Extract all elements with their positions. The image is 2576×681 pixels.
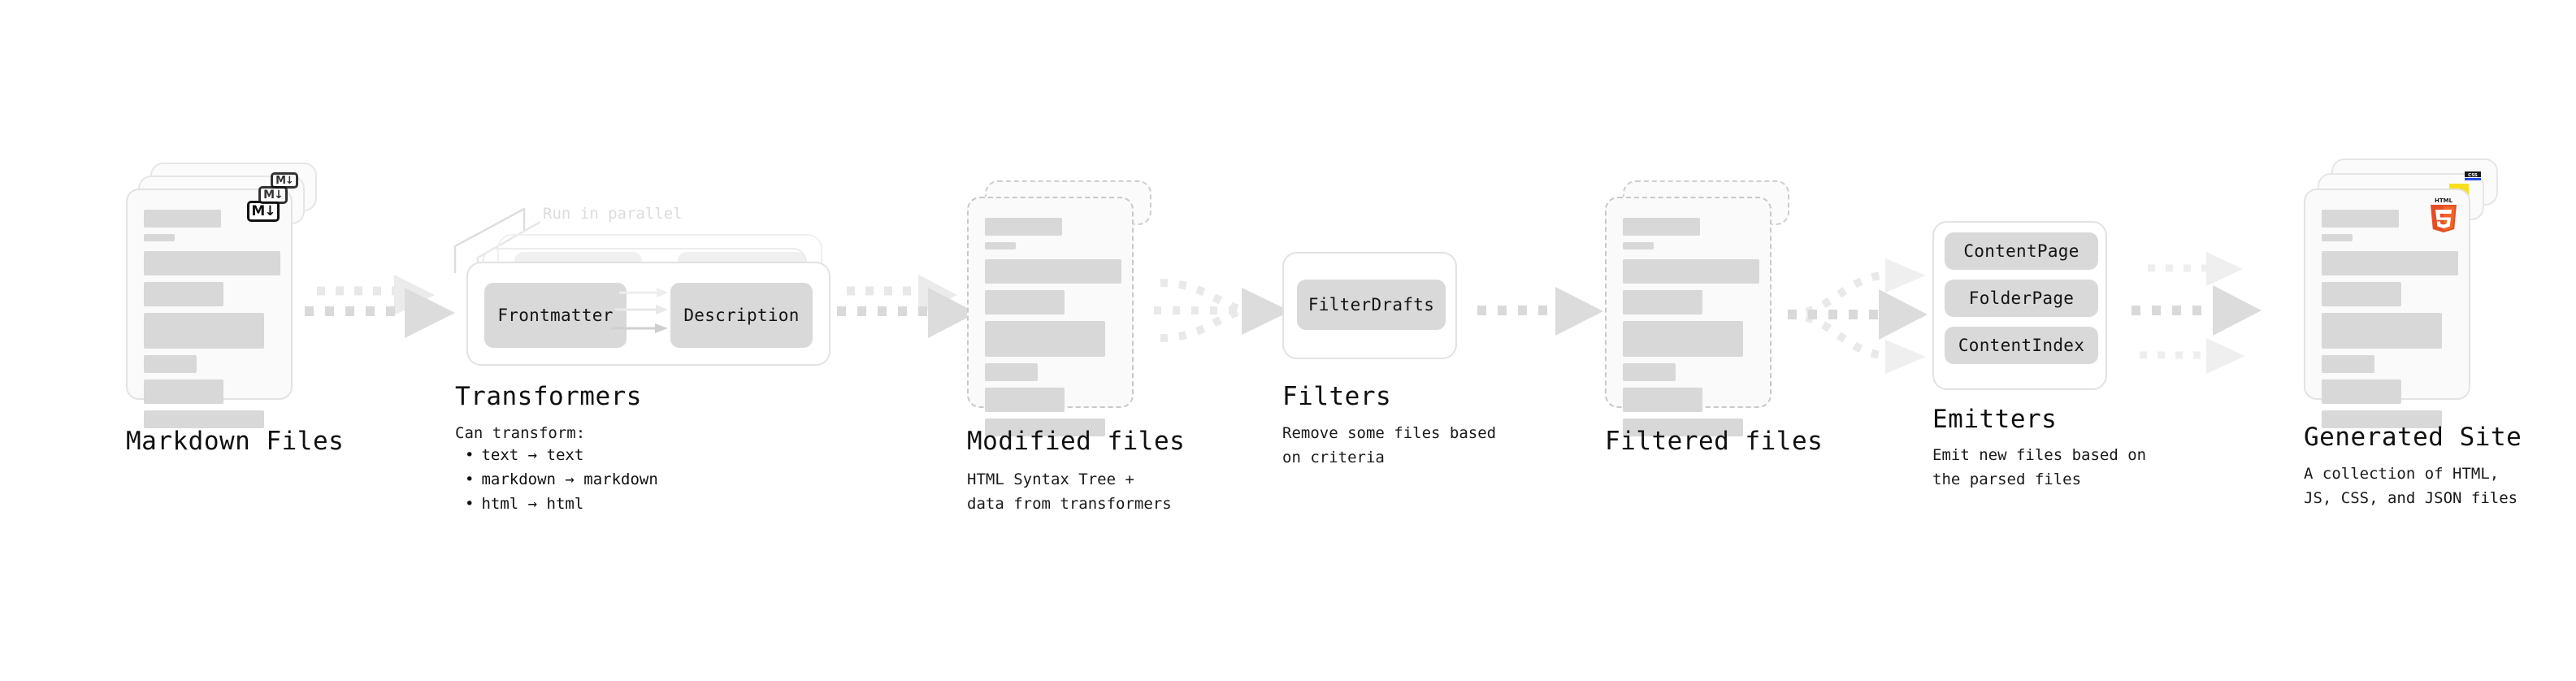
- markdown-icon-glyph: M↓: [251, 202, 275, 219]
- emitter-node-folderpage-label: FolderPage: [1968, 288, 2075, 308]
- transformers-bullet-1: markdown → markdown: [465, 467, 657, 492]
- emitter-node-contentindex[interactable]: ContentIndex: [1945, 327, 2098, 364]
- emitters-subtitle: Emit new files based on the parsed files: [1932, 446, 2147, 488]
- connector-modified-to-filters: [1154, 258, 1296, 364]
- connector-emitters-to-site: [2125, 232, 2271, 386]
- transformer-node-frontmatter[interactable]: Frontmatter: [484, 283, 627, 348]
- markdown-files-title: Markdown Files: [126, 427, 345, 456]
- modified-files-title: Modified files: [967, 427, 1186, 456]
- transformer-node-description-label: Description: [683, 306, 800, 325]
- filtered-files-title: Filtered files: [1605, 427, 1824, 456]
- transformers-bullet-2: html → html: [465, 492, 658, 516]
- emitter-node-folderpage[interactable]: FolderPage: [1945, 280, 2098, 317]
- html5-icon: HTML: [2431, 197, 2457, 232]
- markdown-skeleton: [144, 210, 280, 435]
- filters-title: Filters: [1282, 382, 1392, 411]
- filters-frame: FilterDrafts: [1282, 252, 1457, 359]
- connector-filtered-to-emitters: [1787, 236, 1934, 390]
- svg-text:HTML: HTML: [2435, 197, 2453, 204]
- generated-site-title: Generated Site: [2304, 423, 2522, 452]
- css3-icon: CSS: [2465, 171, 2481, 180]
- svg-text:CSS: CSS: [2468, 173, 2478, 178]
- emitters-frame: ContentPage FolderPage ContentIndex: [1932, 221, 2107, 390]
- transformers-bullet-0: text → text: [465, 443, 658, 467]
- emitter-node-contentindex-label: ContentIndex: [1958, 336, 2085, 355]
- markdown-file-card: M↓: [126, 189, 293, 428]
- connector-markdown-to-transformers: [305, 268, 459, 358]
- connector-transformers-to-modified: [837, 268, 983, 358]
- markdown-icon-ghost-back: M↓: [271, 172, 298, 189]
- transformer-node-frontmatter-label: Frontmatter: [497, 306, 614, 325]
- emitter-node-contentpage-label: ContentPage: [1963, 241, 2079, 261]
- filters-subtitle: Remove some files based on criteria: [1282, 424, 1497, 466]
- generated-site-subtitle: A collection of HTML, JS, CSS, and JSON …: [2304, 465, 2518, 507]
- transformers-subtitle: Can transform:: [455, 424, 586, 442]
- generated-site-card: HTML: [2304, 189, 2470, 428]
- connector-filters-to-filtered: [1477, 280, 1607, 354]
- transformer-node-description[interactable]: Description: [670, 283, 813, 348]
- modified-file-card: [967, 197, 1134, 436]
- emitter-node-contentpage[interactable]: ContentPage: [1945, 232, 2098, 270]
- modified-files-subtitle: HTML Syntax Tree + data from transformer…: [967, 471, 1172, 513]
- transformer-frame-front: Frontmatter Description: [466, 262, 830, 366]
- transformers-title: Transformers: [455, 382, 642, 411]
- markdown-icon-ghost-mid: M↓: [258, 186, 288, 204]
- generated-site-skeleton: [2322, 210, 2458, 435]
- filtered-file-card: [1605, 197, 1772, 436]
- run-in-parallel-label: Run in parallel: [543, 205, 683, 223]
- filter-node-filterdrafts-label: FilterDrafts: [1308, 295, 1435, 314]
- filter-node-filterdrafts[interactable]: FilterDrafts: [1297, 280, 1446, 330]
- transformer-inner-arrows: [611, 288, 668, 333]
- filtered-skeleton: [1623, 218, 1759, 443]
- emitters-title: Emitters: [1932, 405, 2058, 434]
- modified-skeleton: [985, 218, 1121, 443]
- transformers-bullet-list: text → text markdown → markdown html → h…: [465, 443, 658, 516]
